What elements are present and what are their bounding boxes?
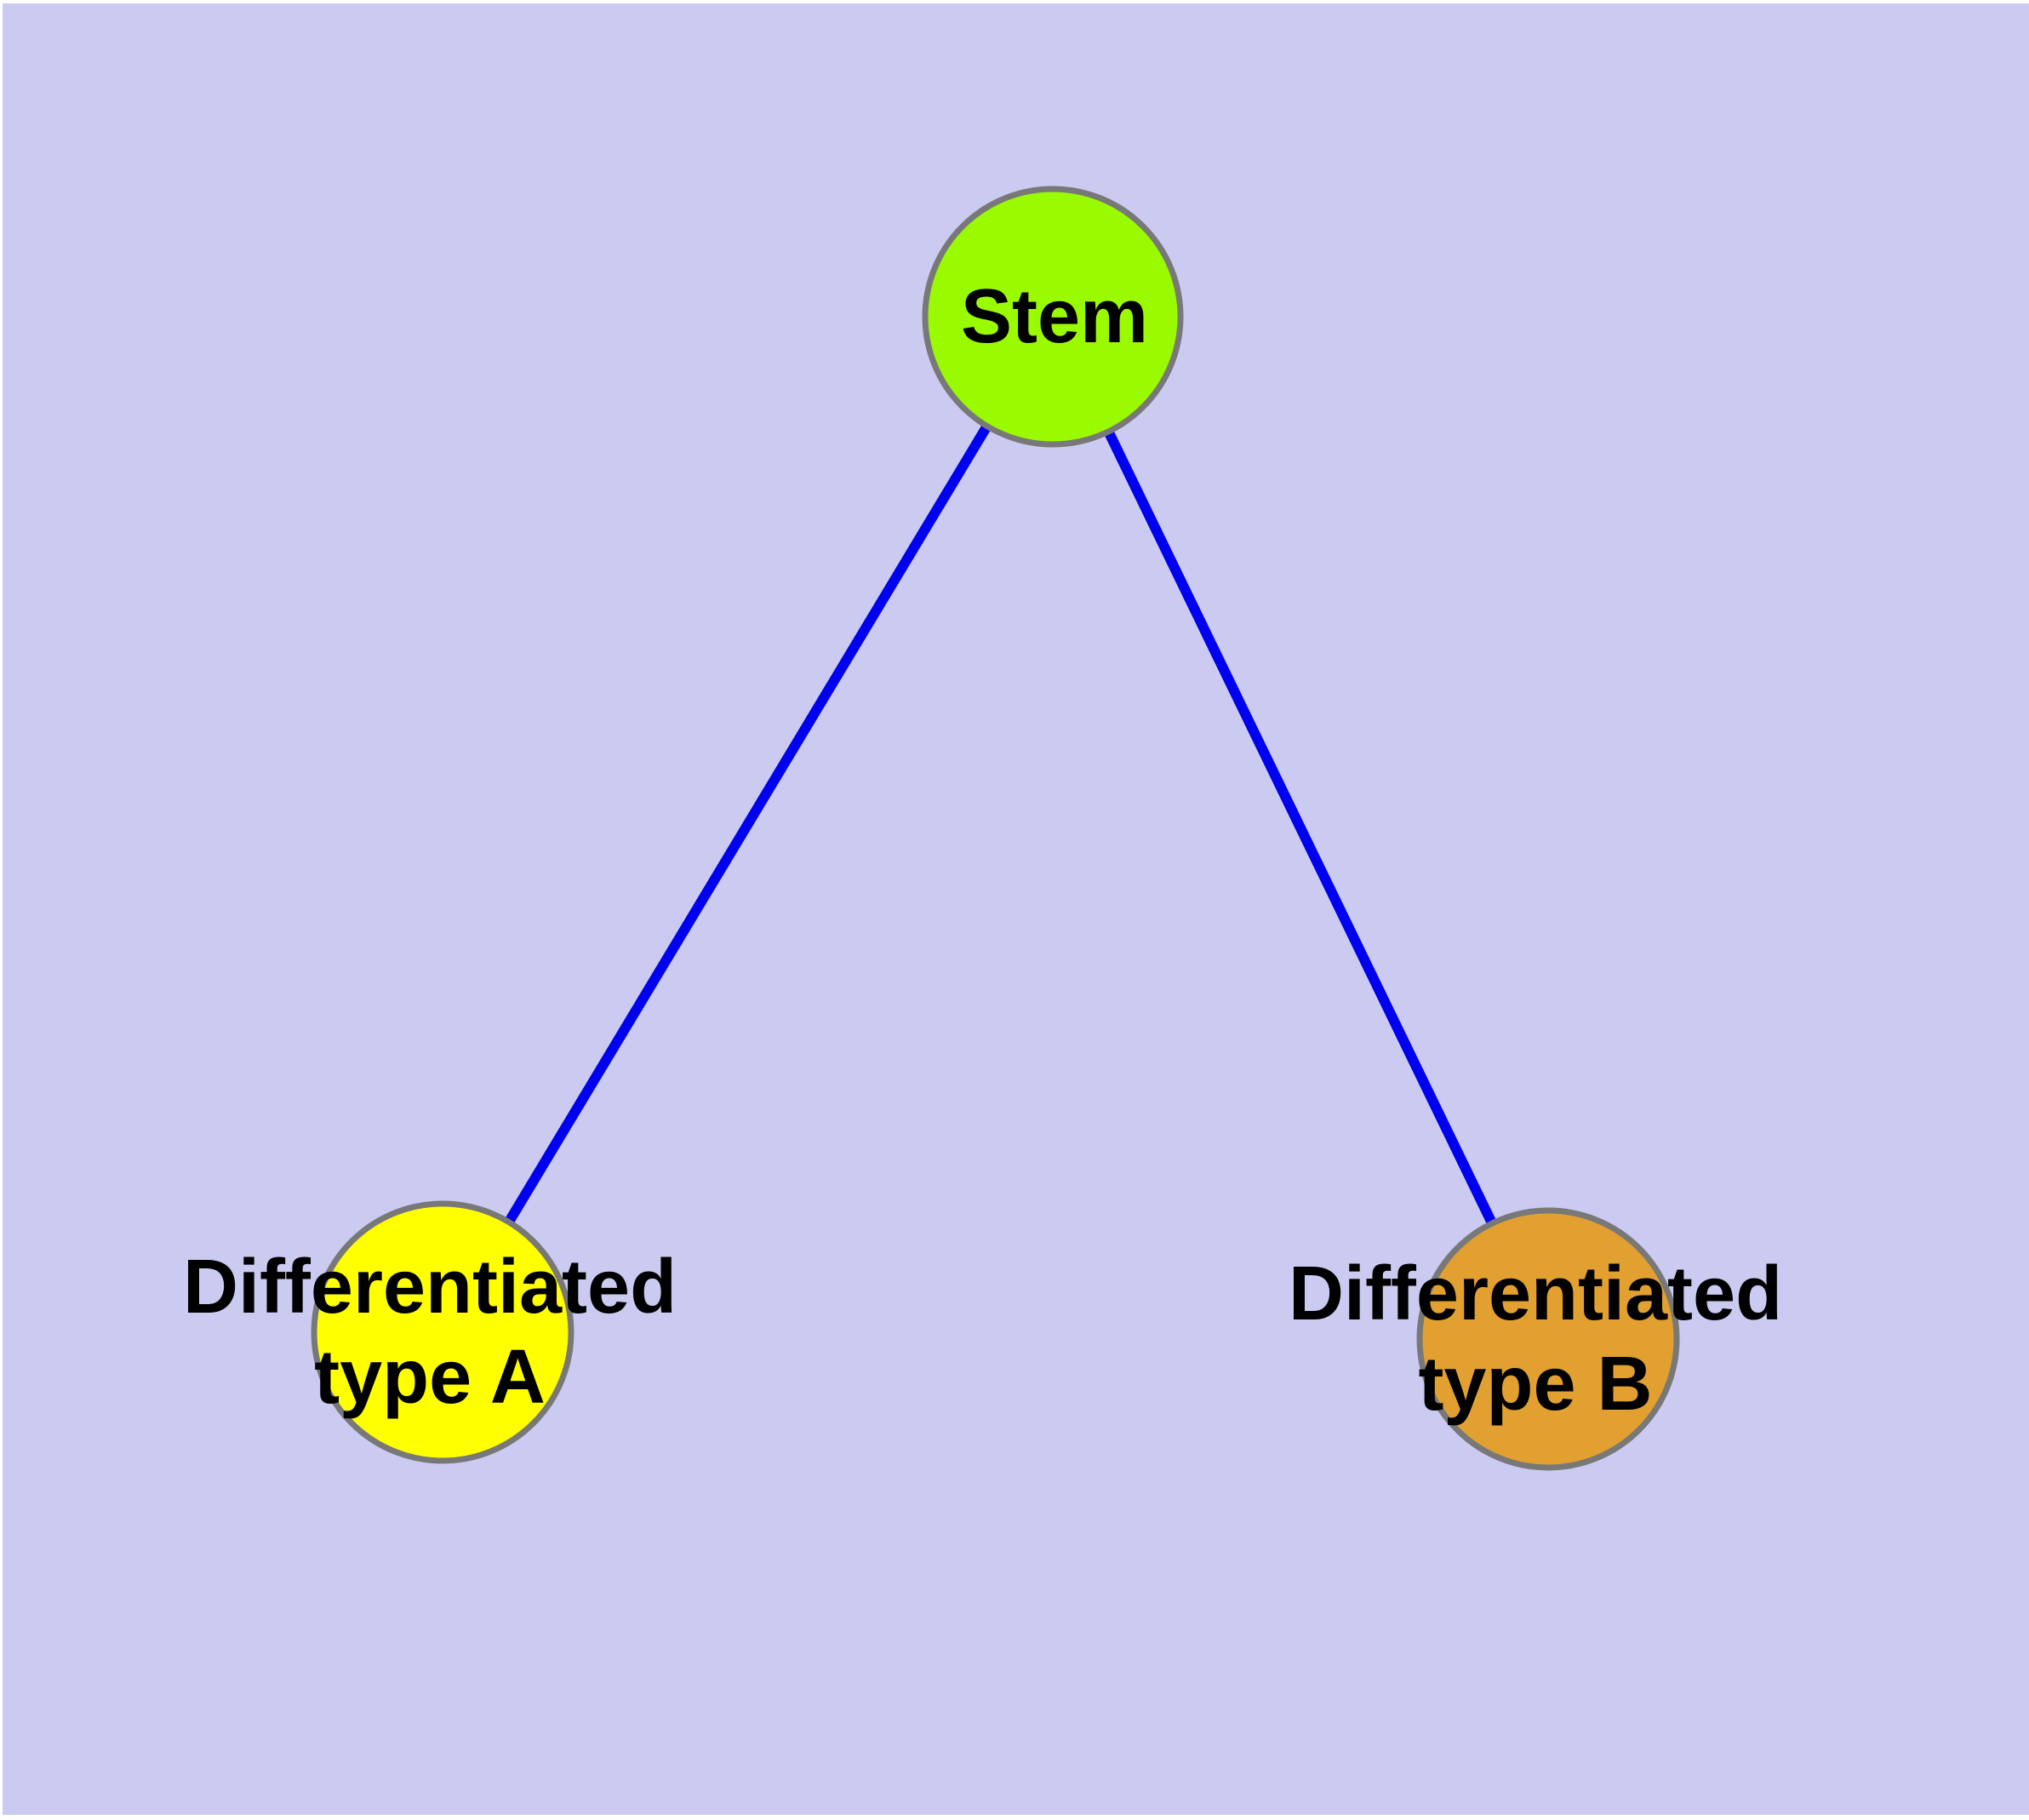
node-differentiated-type-a-label-line2: type A bbox=[314, 1335, 546, 1420]
node-differentiated-type-a-label-line1: Differentiated bbox=[182, 1245, 677, 1330]
node-differentiated-type-b-label-line1: Differentiated bbox=[1288, 1251, 1783, 1336]
node-differentiated-type-a-label: Differentiated type A bbox=[183, 1242, 677, 1422]
edge-stem-to-type-b bbox=[1048, 314, 1553, 1342]
node-stem-circle bbox=[922, 186, 1184, 448]
node-stem-label: Stem bbox=[960, 274, 1149, 359]
node-differentiated-type-b-label-line2: type B bbox=[1418, 1342, 1653, 1427]
node-differentiated-type-a-circle bbox=[311, 1200, 574, 1464]
node-differentiated-type-b-circle bbox=[1416, 1207, 1680, 1471]
node-differentiated-type-b-label: Differentiated type B bbox=[1289, 1249, 1782, 1429]
edge-stem-to-type-a bbox=[437, 313, 1058, 1336]
